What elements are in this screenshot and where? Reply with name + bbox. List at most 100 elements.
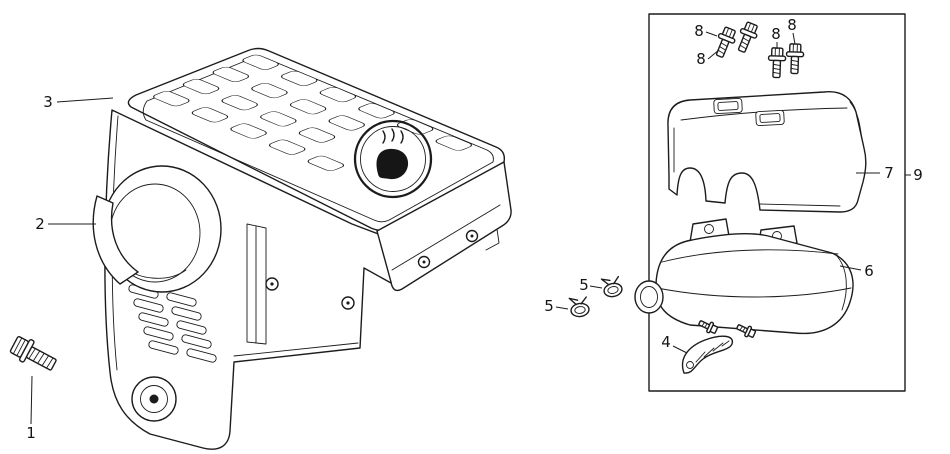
louver [212,66,250,82]
louver [221,95,258,111]
drain-bolt [736,324,757,338]
vent-grille [128,284,217,363]
rivet-center [470,234,474,238]
front-band-inner-line [391,204,501,271]
heat-shield-right-curve [849,101,863,141]
outlet-opening [92,165,222,293]
vent-slot [186,348,217,363]
muffler-cover-assembly [9,47,512,450]
callout-8a: 8 [694,22,718,40]
louver [289,99,327,115]
callout-label: 6 [864,262,874,280]
vent-slot [143,326,174,341]
louver [435,135,472,151]
louver [328,115,365,131]
heat-shield-bottom-inner [759,203,841,207]
callout-label: 8 [771,25,781,43]
louver [307,155,345,171]
callout-label: 2 [35,215,45,233]
muffler-body [634,218,854,338]
bracket-crease [233,342,359,357]
callout-5b: 5 [544,297,569,315]
callout-8b: 8 [696,49,720,68]
callout-label: 8 [694,22,704,40]
bracket-hole-center [270,282,274,286]
leader-line [672,345,688,354]
callout-label: 5 [544,297,554,315]
heat-wave-icon [382,128,404,144]
mounting-boss [131,376,177,422]
bolt-shank [26,346,57,371]
drain-bolt [698,320,719,334]
louver [230,123,267,139]
vent-slot [171,306,202,321]
shield-bolt [737,21,758,53]
callout-8d: 8 [787,16,797,45]
louver [319,87,357,103]
shield-bolt [785,43,805,75]
leader-line [30,375,33,425]
latch-slot [755,109,785,127]
rivet-center [422,260,426,264]
louver [153,91,190,107]
heat-shield-cover [667,91,867,213]
callout-label: 5 [579,276,589,294]
callout-9: 9 [905,166,923,184]
leader-line [705,31,718,37]
vent-slot [133,298,164,313]
louver [269,139,306,155]
muffler-assembly-box [634,13,906,392]
callout-label: 8 [787,16,797,34]
cover-front-band [376,161,512,292]
louver [358,103,395,119]
exhaust-gasket [681,335,734,374]
callout-5a: 5 [579,276,603,294]
vent-slot [166,292,197,307]
vent-slot [181,334,212,349]
cover-top-panel [127,47,506,231]
callout-label: 7 [884,164,894,182]
leader-line [707,49,720,60]
muffler-shell [655,233,854,335]
callout-2: 2 [35,215,96,233]
front-band-face [376,161,512,292]
louver-grid [153,54,472,171]
outlet-pipe [634,280,664,314]
louver [281,70,318,87]
callout-6: 6 [839,262,874,280]
outlet-deflector [92,195,139,285]
callout-label: 9 [913,166,923,184]
muffler-endcap-seam [835,254,847,311]
pipe-clamp [600,275,623,298]
leader-line [792,32,796,45]
leader-line [555,306,569,310]
muffler-seam-top [661,249,839,263]
muffler-seam-mid [656,287,852,298]
flange-bolt-front [9,336,57,371]
hand-icon [376,148,409,180]
louver [182,79,220,95]
heat-shield-outline [667,91,867,213]
hot-surface-emblem [353,119,433,199]
leader-line [839,265,862,271]
louver [251,83,288,99]
louver [260,111,297,127]
bolt-threads [28,348,54,369]
callout-label: 3 [43,93,53,111]
callout-3: 3 [43,93,114,111]
louver [242,54,279,70]
vent-slot [176,320,207,335]
callout-label: 1 [26,424,36,442]
front-band-notch [485,228,500,251]
leader-line [589,285,603,289]
callout-4: 4 [661,333,688,354]
louver [191,107,229,123]
callout-label: 4 [661,333,671,351]
leader-line [56,97,114,103]
shield-bolt [767,47,787,79]
louver [298,127,336,143]
pipe-clamp [568,296,590,318]
latch-slot [713,97,743,115]
